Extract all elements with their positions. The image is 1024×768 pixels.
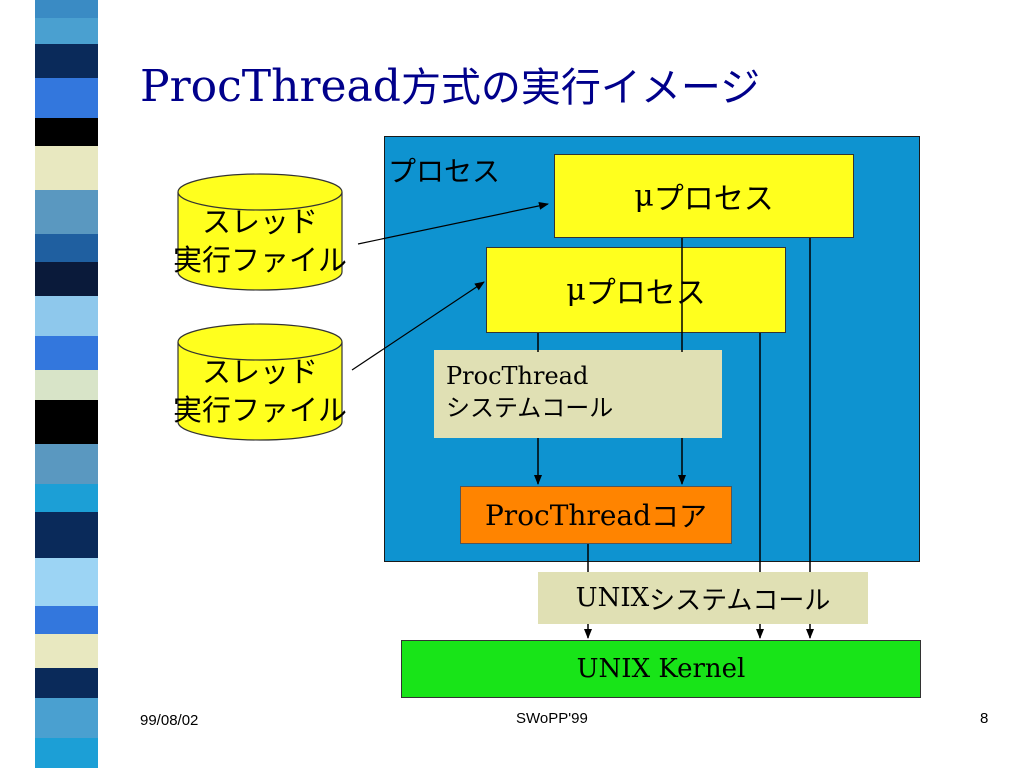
title-jp: 方式の実行イメージ: [400, 65, 761, 111]
footer-date: 99/08/02: [140, 712, 199, 729]
mu-symbol: μ: [634, 178, 654, 214]
cylinder-label-line2: 実行ファイル: [172, 242, 347, 277]
cylinder-label-line1: スレッド: [201, 355, 318, 389]
mu-process-label: プロセス: [653, 182, 774, 217]
load-arrow-1: [357, 201, 549, 245]
syscall-line2: システムコール: [446, 394, 614, 423]
thread-executable-cylinder-1: [177, 173, 343, 291]
cylinder-label-2: スレッド 実行ファイル: [150, 354, 370, 429]
thread-executable-cylinder-2: [177, 323, 343, 441]
mu-symbol: μ: [566, 272, 586, 308]
decorative-strip: [35, 0, 98, 768]
title-en: ProcThread: [140, 61, 401, 112]
slide-title: ProcThread方式の実行イメージ: [140, 55, 760, 113]
footer-page-number: 8: [980, 710, 989, 727]
load-arrow-2: [351, 281, 485, 371]
process-label: プロセス: [388, 155, 501, 188]
syscall-line1: ProcThread: [446, 362, 589, 390]
cylinder-label-line1: スレッド: [201, 205, 318, 239]
procthread-syscall-box: ProcThread システムコール: [434, 350, 722, 438]
cylinder-label-1: スレッド 実行ファイル: [150, 204, 370, 279]
left-margin: [0, 0, 35, 768]
core-en: ProcThread: [484, 498, 652, 532]
footer-conference: SWoPP'99: [516, 710, 588, 727]
core-jp: コア: [651, 500, 708, 533]
unix-call-en: UNIX: [575, 583, 650, 613]
mu-process-label: プロセス: [585, 276, 706, 311]
cylinder-label-line2: 実行ファイル: [172, 392, 347, 427]
unix-kernel-box: UNIX Kernel: [401, 640, 921, 698]
unix-call-jp: システムコール: [649, 585, 831, 616]
